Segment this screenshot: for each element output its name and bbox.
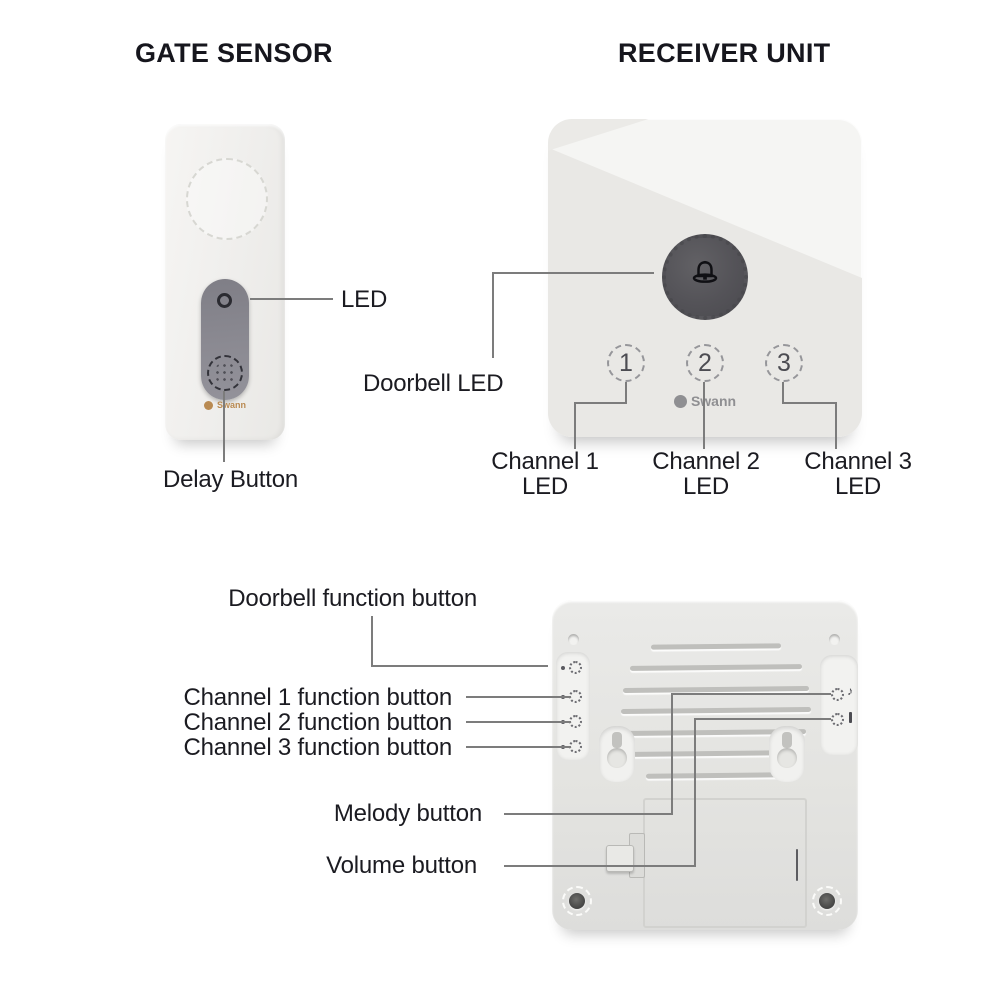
front-brand: Swann [665,393,745,409]
leader-line-doorbell-led [493,272,654,274]
leader-line-ch3-function [466,746,571,748]
delay-button-texture [214,362,236,384]
keyhole-slot [782,732,792,748]
volume-icon [849,712,852,723]
doorbell-function-button [569,661,582,674]
leader-line-ch2-led [703,382,705,449]
swann-logo-icon [203,400,213,410]
channel-1-function-label: Channel 1 function button [183,684,452,711]
bell-icon [692,260,718,283]
leader-line-ch1-function [466,696,571,698]
channel-2-number: 2 [698,348,712,377]
gate-sensor-heading: GATE SENSOR [135,38,333,68]
channel-2-led: 2 [686,344,724,382]
channel-2-led-label: Channel 2 LED [626,449,786,499]
delay-button [207,355,243,391]
leader-line-ch3-led [835,402,837,449]
receiver-unit-heading: RECEIVER UNIT [618,38,831,68]
volume-button-label: Volume button [326,852,477,879]
leader-line-ch1-led [625,382,627,404]
leader-line-ch3-led [782,382,784,404]
leader-line-volume [504,865,696,867]
channel-3-led-label-line1: Channel 3 [804,448,912,475]
channel-3-function-label: Channel 3 function button [183,734,452,761]
leader-line-volume [694,718,696,867]
switch-knob [606,845,634,872]
cover-seam [796,849,798,881]
leader-line-melody [504,813,672,815]
channel-2-led-label-line2: LED [682,473,730,500]
channel-2-function-label: Channel 2 function button [183,709,452,736]
screw [819,893,835,909]
leader-line-ch3-led [782,402,837,404]
leader-line-delay [223,391,225,462]
channel-1-led-label-line1: Channel 1 [491,448,599,475]
delay-button-label: Delay Button [163,466,299,493]
receiver-front-device [548,119,862,437]
doorbell-function-label: Doorbell function button [228,585,477,612]
swann-logo-icon [673,394,687,408]
leader-line-led [250,298,333,300]
leader-line-doorbell-led [492,272,494,358]
channel-3-led-label: Channel 3 LED [778,449,938,499]
leader-line-ch1-led [574,402,627,404]
sensor-brand: Swann [190,400,260,410]
volume-button [831,713,844,726]
leader-line-ch1-led [574,402,576,449]
keyhole-slot [612,732,622,748]
leader-line-volume [694,718,831,720]
channel-3-number: 3 [777,348,791,377]
channel-2-led-label-line1: Channel 2 [652,448,760,475]
screw-hole [829,634,840,645]
doorbell-button [662,234,748,320]
channel-1-led-label: Channel 1 LED [465,449,625,499]
battery-cover [643,798,807,928]
screw [569,893,585,909]
channel-1-led: 1 [607,344,645,382]
front-brand-text: Swann [690,393,737,409]
right-button-panel [820,655,858,755]
channel-3-led-label-line2: LED [834,473,882,500]
screw-hole [568,634,579,645]
screw-ring [812,886,842,916]
melody-button [831,688,844,701]
mini-bell-icon [561,666,565,670]
sensor-speaker-grille [186,158,268,240]
channel-1-led-label-line2: LED [521,473,569,500]
screw-ring [562,886,592,916]
keyhole-circle [777,748,797,768]
sensor-led-indicator [217,293,232,308]
doorbell-led-label: Doorbell LED [363,370,504,397]
leader-line-doorbell-function [371,616,373,667]
music-note-icon: ♪ [847,684,853,698]
leader-line-doorbell-function [371,665,548,667]
channel-1-number: 1 [619,348,633,377]
leader-line-melody [671,693,673,815]
leader-line-melody [671,693,831,695]
leader-line-ch2-function [466,721,571,723]
channel-3-led: 3 [765,344,803,382]
melody-button-label: Melody button [333,800,482,827]
keyhole-circle [607,748,627,768]
led-label: LED [341,286,388,313]
sensor-brand-text: Swann [216,400,246,410]
